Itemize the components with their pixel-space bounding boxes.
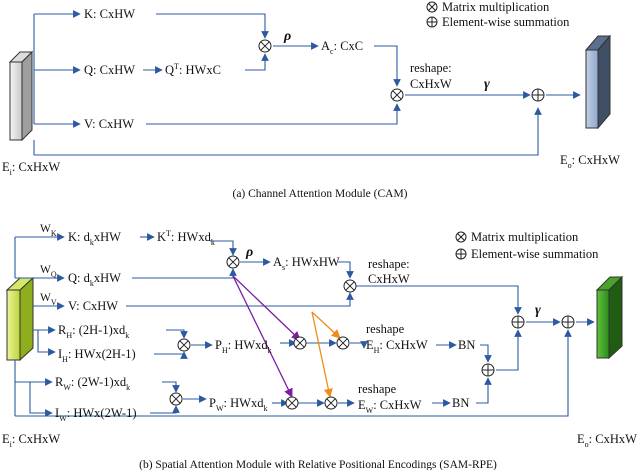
sam-legend-sum: Element-wise summation	[455, 247, 599, 261]
sam-wk-label: WK	[40, 223, 57, 238]
cam-caption: (a) Channel Attention Module (CAM)	[232, 188, 407, 200]
sam-input-label: Ei: CxHxW	[2, 432, 60, 449]
sam-matmul-av	[343, 279, 357, 293]
sam-ew-label: EW: CxHxW	[358, 398, 422, 415]
sam-wv-label: WV	[40, 292, 57, 307]
sam-sum-hw	[481, 363, 495, 377]
sam-legend-sum-text: Element-wise summation	[471, 247, 599, 261]
cam-input-block	[8, 50, 34, 142]
sam-v-label: V: CxHW	[68, 299, 118, 313]
sam-caption: (b) Spatial Attention Module with Relati…	[139, 459, 497, 470]
cam-connectors	[33, 10, 581, 156]
cam-gamma-symbol: γ	[484, 77, 490, 92]
sam-wq-label: WQ	[40, 264, 57, 279]
sam-legend-matmul-text: Matrix multiplication	[471, 230, 579, 244]
sam-as-label: As: HWxHW	[273, 255, 340, 272]
cam-output-block	[584, 34, 612, 130]
cam-reshape-label: reshape:	[410, 61, 452, 75]
sam-matmul-h2	[293, 336, 307, 350]
sam-pw-label: PW: HWxdk	[209, 396, 267, 413]
sam-matmul-w1	[169, 392, 183, 406]
sam-matmul-h1	[177, 338, 191, 352]
sam-rw-label: RW: (2W-1)xdk	[55, 375, 130, 392]
sam-output-label: Eo: CxHxW	[577, 432, 637, 449]
cam-v-label: V: CxHW	[84, 117, 134, 131]
sam-bn-w-label: BN	[452, 396, 469, 410]
cam-matmul-op-2	[390, 88, 404, 102]
sam-sum-2	[561, 315, 575, 329]
cam-legend-sum: Element-wise summation	[426, 15, 570, 29]
sam-ph-label: PH: HWxdk	[215, 338, 272, 355]
sam-sum-1	[511, 315, 525, 329]
sam-eh-label: EH: CxHxW	[366, 338, 428, 355]
sam-cross-paths	[232, 275, 341, 398]
cam-sum-op	[531, 88, 545, 102]
sam-ih-label: IH: HWx(2H-1)	[58, 347, 136, 364]
sam-k-label: K: dkxHW	[68, 230, 121, 247]
sam-matmul-w2	[285, 396, 299, 410]
cam-q-label: Q: CxHW	[84, 63, 135, 77]
sam-input-block	[5, 276, 35, 362]
sam-reshape-dims: CxHxW	[368, 272, 410, 286]
sam-reshape-label: reshape:	[368, 257, 410, 271]
cam-legend-matmul: Matrix multiplication	[426, 0, 550, 14]
cam-qt-label: QT: HWxC	[165, 62, 221, 77]
sam-rh-label: RH: (2H-1)xdk	[58, 323, 129, 340]
sam-output-block	[595, 275, 624, 360]
sam-legend-matmul: Matrix multiplication	[455, 230, 579, 244]
cam-legend-matmul-text: Matrix multiplication	[442, 0, 550, 14]
cam-legend-sum-text: Element-wise summation	[442, 15, 570, 29]
sam-matmul-w3	[324, 396, 338, 410]
cam-matmul-op-1	[258, 39, 272, 53]
sam-reshape-h-label: reshape	[366, 322, 405, 336]
sam-matmul-h3	[336, 336, 350, 350]
sam-connectors	[14, 233, 595, 417]
cam-ac-label: Ac: CxC	[321, 39, 363, 56]
cam-input-label: Ei: CxHxW	[2, 160, 60, 177]
cam-rho-symbol: ρ	[283, 29, 291, 44]
sam-matmul-qk	[226, 255, 240, 269]
sam-reshape-w-label: reshape	[358, 382, 397, 396]
sam-q-label: Q: dkxHW	[68, 271, 121, 288]
sam-bn-h-label: BN	[458, 338, 475, 352]
sam-rho-symbol: ρ	[245, 245, 253, 260]
cam-output-label: Eo: CxHxW	[560, 153, 620, 170]
sam-iw-label: IW: HWx(2W-1)	[55, 406, 137, 423]
cam-reshape-dims: CxHxW	[410, 77, 452, 91]
sam-gamma-symbol: γ	[535, 303, 541, 318]
cam-k-label: K: CxHW	[84, 7, 135, 21]
sam-kt-label: KT: HWxdk	[157, 229, 215, 247]
